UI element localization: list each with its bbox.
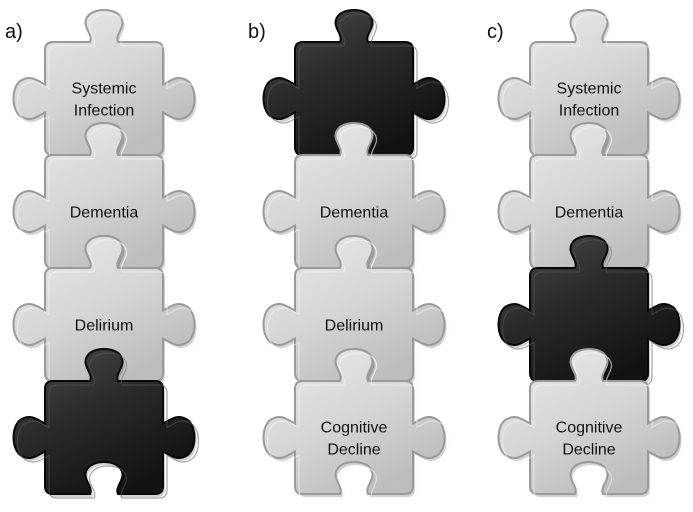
panel-label: a) bbox=[5, 21, 23, 43]
piece-label: Dementia bbox=[70, 205, 139, 222]
piece-label: Decline bbox=[562, 442, 615, 459]
puzzle-piece-dark bbox=[262, 9, 450, 160]
piece-label: Dementia bbox=[555, 205, 624, 222]
puzzle-piece: Dementia bbox=[262, 122, 450, 273]
piece-label: Infection bbox=[559, 103, 619, 120]
piece-label: Delirium bbox=[325, 318, 384, 335]
piece-bevel bbox=[266, 352, 450, 499]
puzzle-piece: Delirium bbox=[12, 235, 200, 386]
panel-c: c)SystemicInfectionDementiaCognitiveDecl… bbox=[487, 9, 685, 499]
piece-label: Dementia bbox=[320, 205, 389, 222]
piece-label: Decline bbox=[327, 442, 380, 459]
piece-label: Cognitive bbox=[556, 420, 623, 437]
panel-label: b) bbox=[248, 21, 266, 43]
puzzle-piece: Dementia bbox=[497, 122, 685, 273]
piece-label: Systemic bbox=[72, 81, 137, 98]
piece-label: Cognitive bbox=[321, 420, 388, 437]
piece-label: Systemic bbox=[557, 81, 622, 98]
puzzle-piece: Delirium bbox=[262, 235, 450, 386]
piece-label: Delirium bbox=[75, 318, 134, 335]
piece-label: Infection bbox=[74, 103, 134, 120]
puzzle-piece-dark bbox=[497, 235, 685, 386]
panel-label: c) bbox=[487, 21, 504, 43]
piece-bevel bbox=[501, 352, 685, 499]
puzzle-piece-dark bbox=[12, 348, 200, 499]
piece-bevel bbox=[16, 352, 200, 499]
